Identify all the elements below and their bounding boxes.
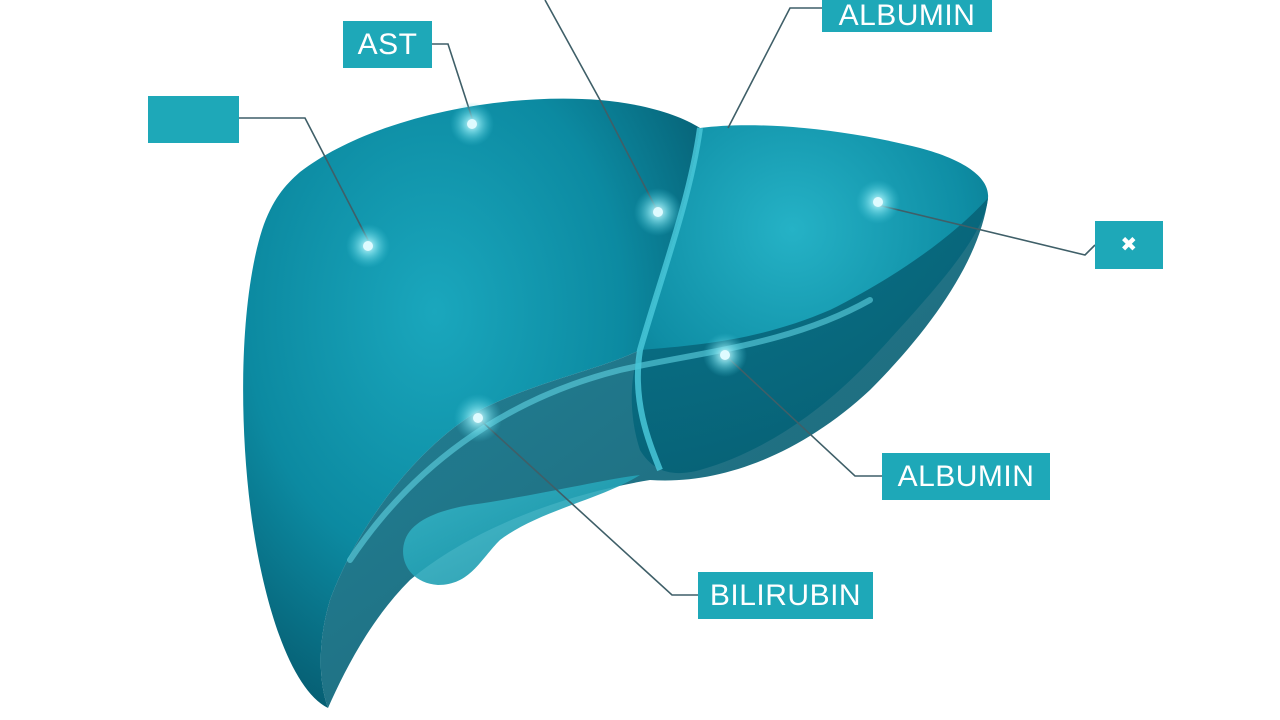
marker-point-bilirubin [454, 394, 502, 442]
label-bilirubin: BILIRUBIN [698, 572, 873, 619]
marker-point-center [634, 188, 682, 236]
label-small-marker: ✖ [1095, 221, 1163, 269]
liver-ridge-highlight [347, 297, 873, 563]
marker-point-blank [346, 224, 390, 268]
label-albumin-top: ALBUMIN [822, 0, 992, 32]
leader-lines [239, 0, 1096, 596]
label-albumin-right: ALBUMIN [882, 453, 1050, 500]
gallbladder [403, 475, 640, 585]
marker-point-ast [450, 102, 494, 146]
marker-point-left-lobe [856, 180, 900, 224]
leader-line-small [877, 204, 1096, 256]
marker-points [346, 102, 900, 442]
leader-line-albumin-right [724, 354, 882, 477]
leader-line-blank [239, 117, 369, 241]
leader-line-albumin-top [727, 7, 822, 129]
leader-line-center [544, 0, 659, 213]
leader-line-bilirubin [477, 417, 698, 596]
label-ast: AST [343, 21, 432, 68]
marker-point-albumin [703, 333, 747, 377]
falciform-ligament [634, 127, 703, 472]
leader-line-ast [432, 43, 473, 119]
label-blank [148, 96, 239, 143]
